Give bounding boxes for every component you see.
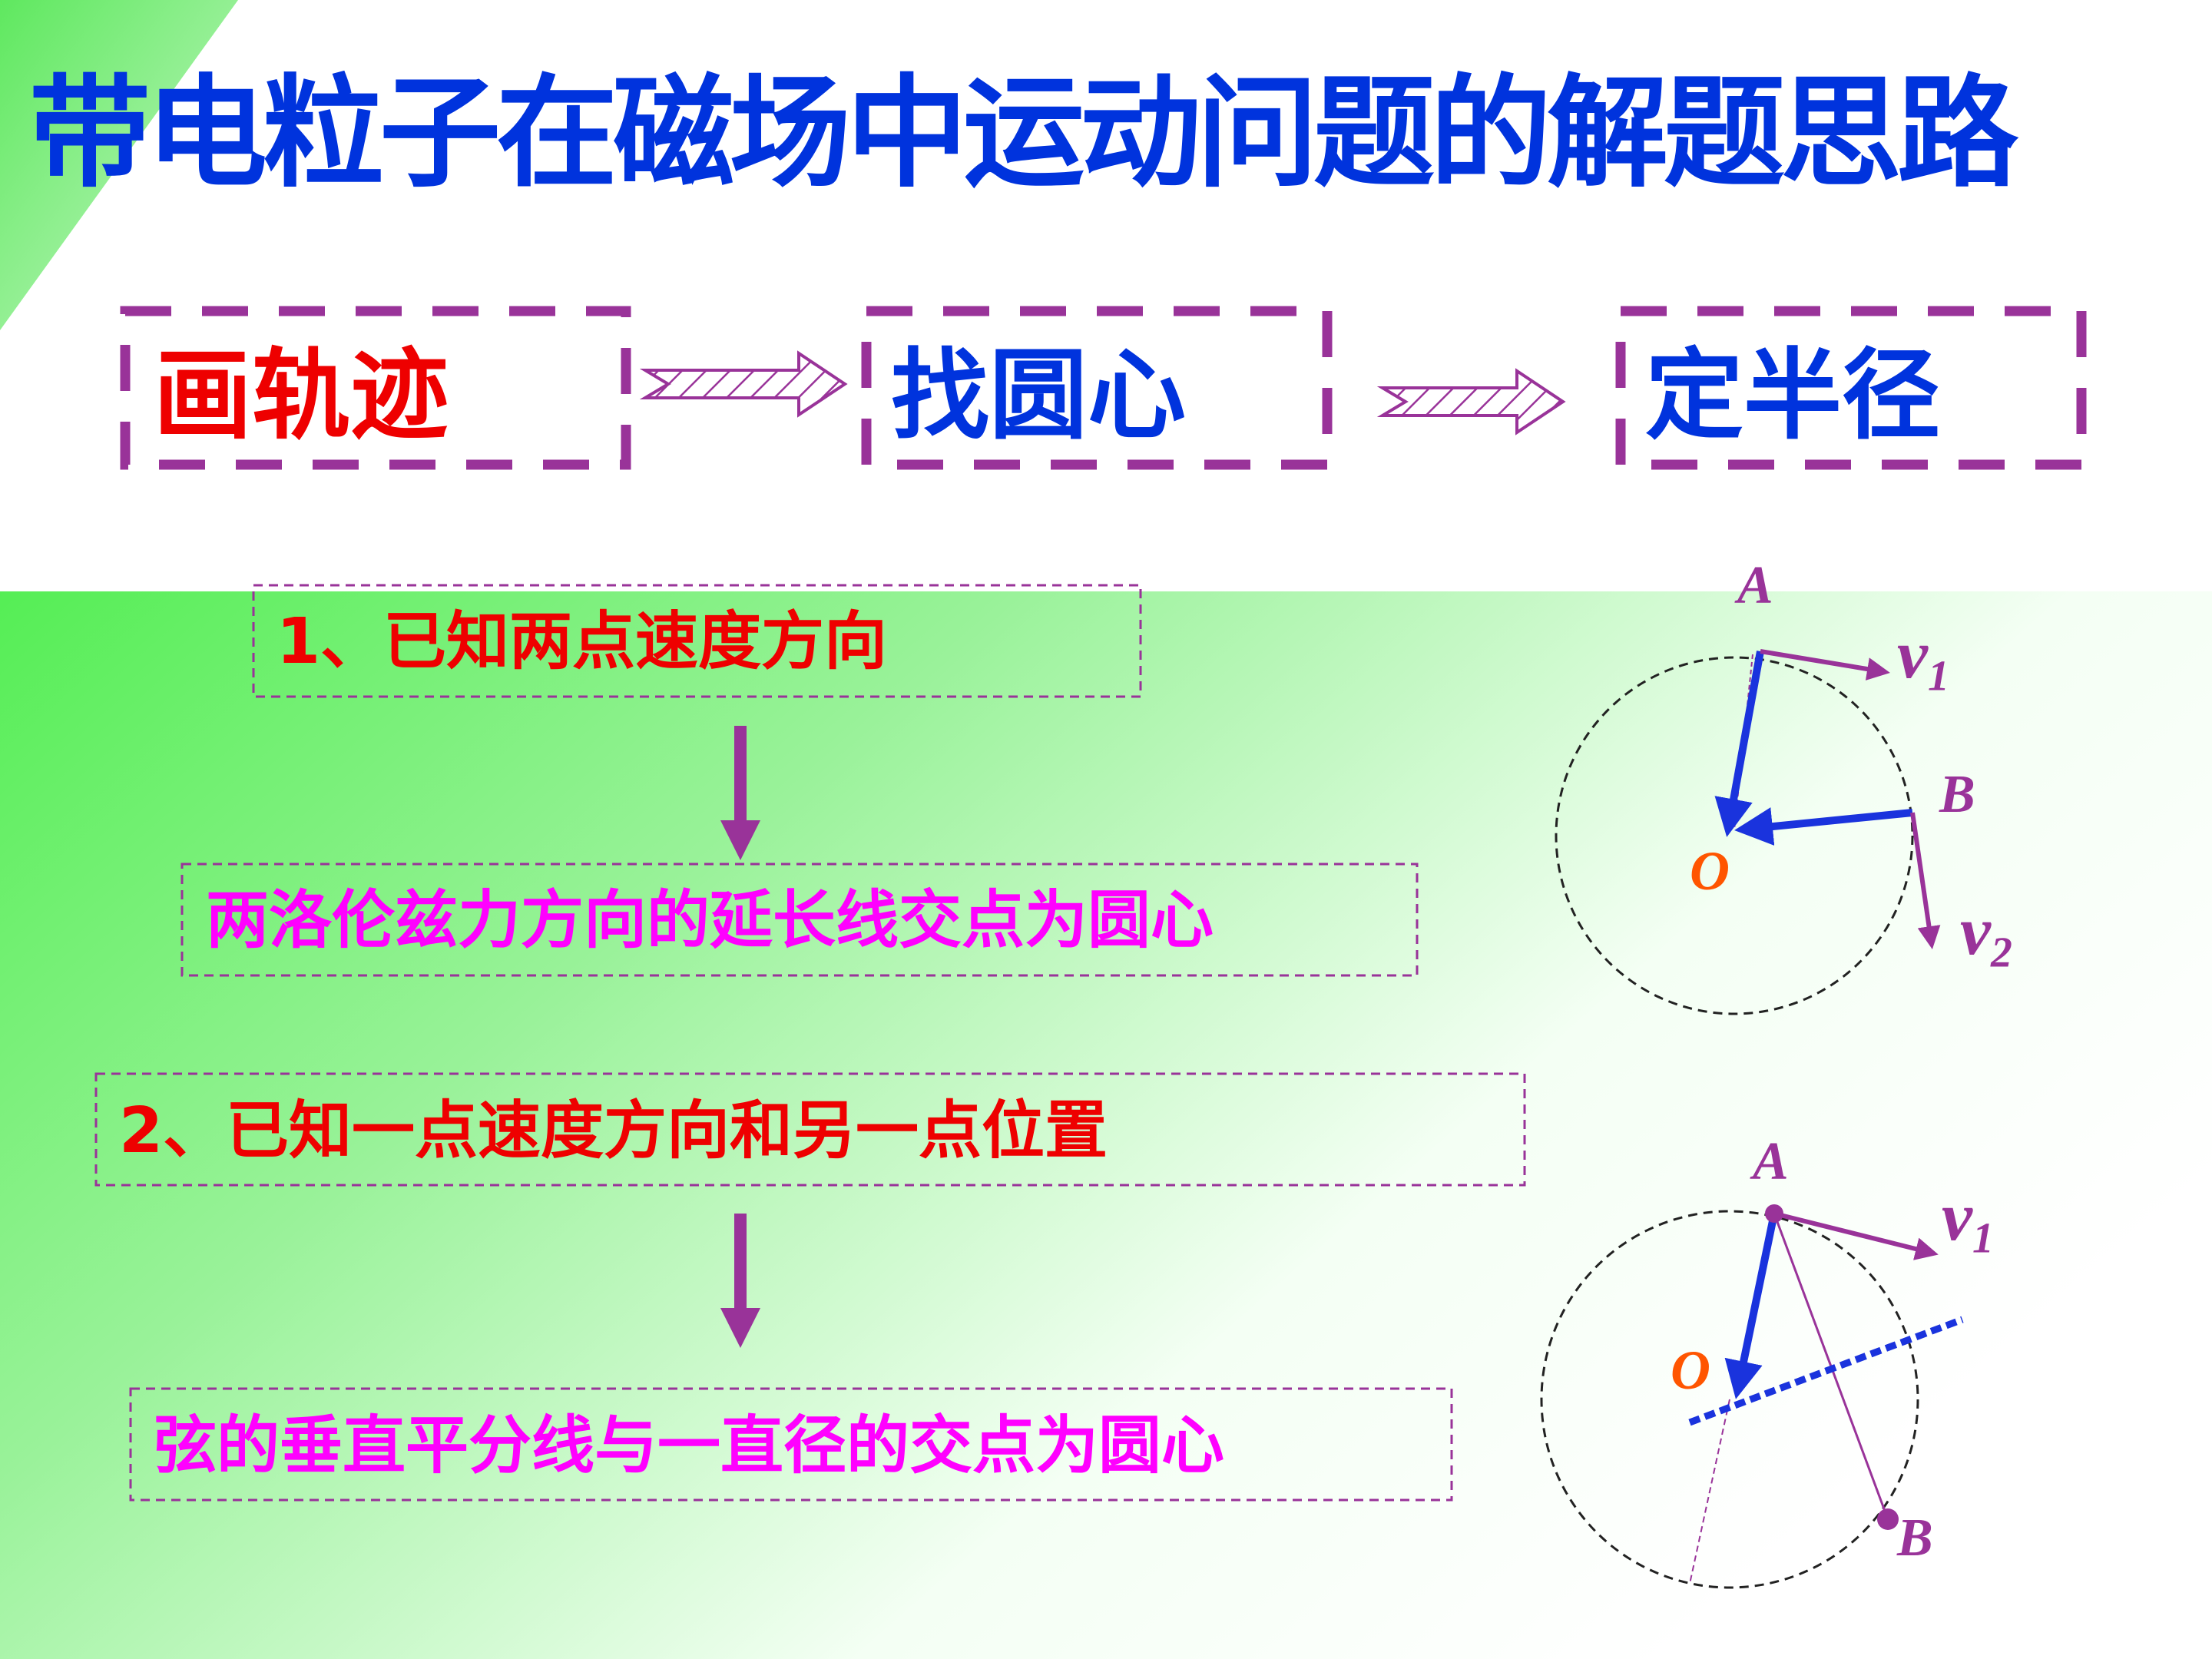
diagram2-diameter-dash — [1689, 1399, 1730, 1584]
diagram2-v1-arrow — [1773, 1211, 1939, 1260]
diagram1-force-B — [1734, 807, 1913, 846]
diagram2-point-A — [1765, 1204, 1783, 1223]
diagram1-force-A — [1714, 651, 1764, 837]
diagram1-label-B: B — [1939, 765, 1975, 824]
diagram1-label-v1: v1 — [1897, 617, 1949, 700]
diagram1-label-A: A — [1737, 556, 1773, 615]
method2-condition-box — [94, 1072, 1526, 1187]
diagram2-label-A: A — [1753, 1132, 1789, 1191]
step-determine-radius: 定半径 — [1645, 339, 1941, 453]
page-title: 带电粒子在磁场中运动问题的解题思路 — [29, 63, 2018, 204]
diagram2-point-B — [1877, 1508, 1899, 1530]
diagram2-perp-bisector — [1688, 1316, 1964, 1426]
method1-condition: 1、已知两点速度方向 — [276, 605, 888, 678]
diagram2-circle — [1540, 1210, 1919, 1589]
diagram2-label-B: B — [1897, 1508, 1933, 1568]
down-arrow-2 — [720, 1214, 760, 1348]
diagram2-label-O: O — [1671, 1339, 1710, 1401]
lower-green-gradient — [0, 591, 2212, 1659]
diagram2-label-v1: v1 — [1942, 1179, 1994, 1263]
step-arrow-1 — [639, 350, 848, 418]
step-box-1 — [120, 306, 631, 470]
step-box-2 — [861, 306, 1333, 470]
step-find-center: 找圆心 — [891, 339, 1187, 453]
step-box-3 — [1615, 306, 2087, 470]
method2-result: 弦的垂直平分线与一直径的交点为圆心 — [154, 1409, 1225, 1482]
diagram2-force-A — [1724, 1212, 1778, 1399]
method1-result-box — [180, 863, 1419, 977]
method2-result-box — [129, 1387, 1453, 1502]
method1-condition-box — [252, 584, 1142, 698]
method2-condition: 2、已知一点速度方向和另一点位置 — [119, 1094, 1108, 1167]
step-arrow-2 — [1376, 368, 1566, 435]
corner-triangle — [0, 0, 238, 330]
diagram1-label-O: O — [1690, 840, 1730, 902]
step-draw-trajectory: 画轨迹 — [154, 339, 449, 453]
diagram-2 — [1540, 1204, 1964, 1589]
diagram1-v2-arrow — [1910, 812, 1941, 949]
diagram1-v1-arrow — [1760, 649, 1890, 680]
method1-result: 两洛伦兹力方向的延长线交点为圆心 — [206, 884, 1214, 957]
diagram-1 — [1555, 649, 1941, 1015]
diagram1-label-v2: v2 — [1960, 893, 2012, 977]
diagram1-circle — [1555, 656, 1914, 1015]
down-arrow-1 — [720, 726, 760, 860]
